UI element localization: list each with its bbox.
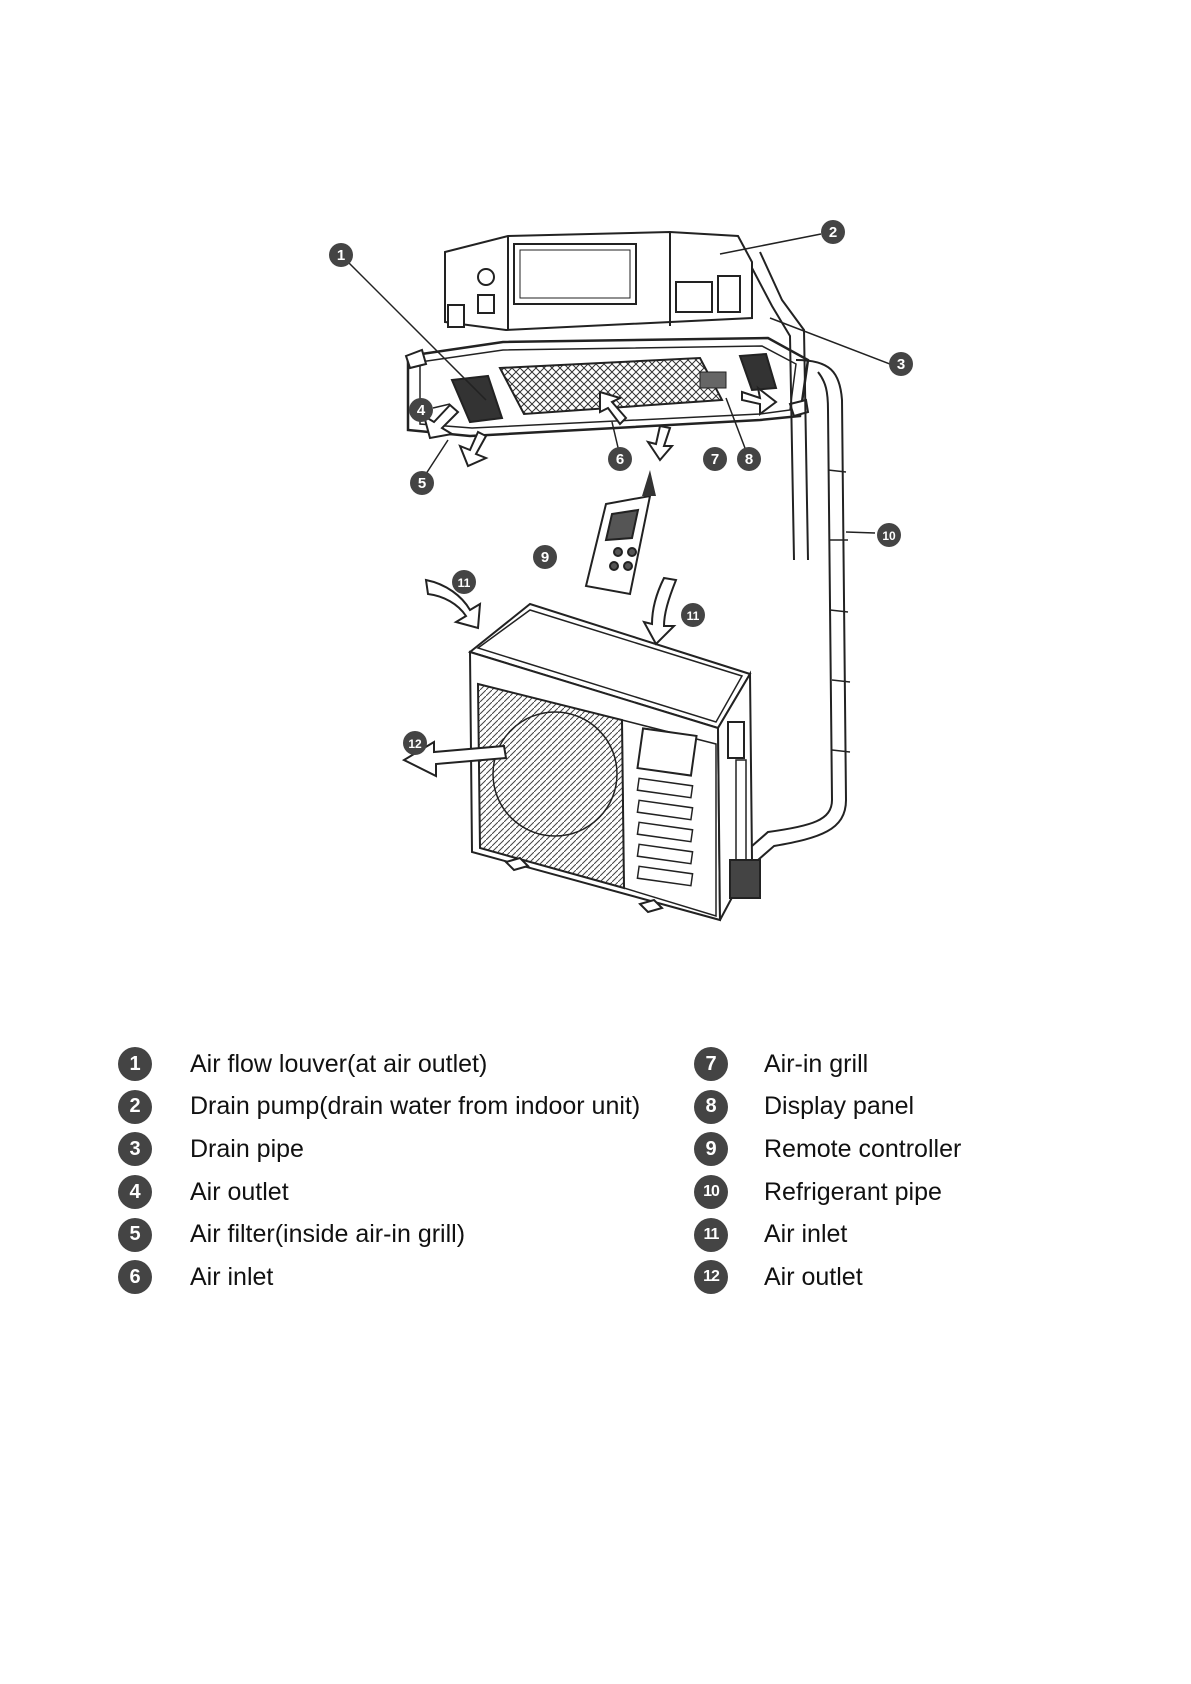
legend-item: 9 Remote controller (694, 1128, 961, 1171)
legend-item: 6 Air inlet (118, 1256, 640, 1299)
legend-label: Air outlet (190, 1178, 289, 1207)
legend-item: 12 Air outlet (694, 1256, 961, 1299)
air-conditioner-diagram: 1 2 3 4 5 6 7 8 9 10 11 11 12 (0, 0, 1191, 1000)
legend-number: 11 (694, 1218, 728, 1252)
legend-number: 4 (118, 1175, 152, 1209)
legend-number: 1 (118, 1047, 152, 1081)
callout-4: 4 (409, 398, 433, 422)
legend-number: 10 (694, 1175, 728, 1209)
svg-text:2: 2 (829, 224, 837, 241)
svg-text:3: 3 (897, 356, 905, 373)
legend-label: Air-in grill (764, 1050, 868, 1079)
legend-label: Air outlet (764, 1263, 863, 1292)
callout-9: 9 (533, 545, 557, 569)
legend-item: 3 Drain pipe (118, 1128, 640, 1171)
legend-number: 3 (118, 1132, 152, 1166)
callout-6: 6 (608, 447, 632, 471)
callout-5: 5 (410, 471, 434, 495)
legend-item: 8 Display panel (694, 1086, 961, 1129)
callout-11a: 11 (452, 570, 476, 594)
legend-left: 1 Air flow louver(at air outlet) 2 Drain… (118, 1043, 640, 1299)
legend-item: 7 Air-in grill (694, 1043, 961, 1086)
callout-12: 12 (403, 731, 427, 755)
svg-text:4: 4 (417, 402, 426, 419)
callout-7: 7 (703, 447, 727, 471)
legend-number: 7 (694, 1047, 728, 1081)
legend-item: 10 Refrigerant pipe (694, 1171, 961, 1214)
callout-10: 10 (877, 523, 901, 547)
callout-3: 3 (889, 352, 913, 376)
indoor-unit (406, 232, 808, 466)
legend-label: Air inlet (190, 1263, 273, 1292)
svg-text:7: 7 (711, 451, 719, 468)
callout-8: 8 (737, 447, 761, 471)
svg-text:5: 5 (418, 475, 426, 492)
legend-number: 2 (118, 1090, 152, 1124)
legend-number: 12 (694, 1260, 728, 1294)
legend-label: Drain pump(drain water from indoor unit) (190, 1092, 640, 1121)
legend-label: Air inlet (764, 1220, 847, 1249)
svg-text:10: 10 (882, 529, 896, 543)
callout-11b: 11 (681, 603, 705, 627)
svg-text:12: 12 (408, 737, 422, 751)
legend-item: 11 Air inlet (694, 1213, 961, 1256)
svg-text:8: 8 (745, 451, 753, 468)
legend-right: 7 Air-in grill 8 Display panel 9 Remote … (694, 1043, 961, 1299)
legend-number: 9 (694, 1132, 728, 1166)
legend-label: Display panel (764, 1092, 914, 1121)
callout-2: 2 (821, 220, 845, 244)
svg-text:9: 9 (541, 549, 549, 566)
svg-text:1: 1 (337, 247, 345, 264)
legend-number: 5 (118, 1218, 152, 1252)
legend-item: 2 Drain pump(drain water from indoor uni… (118, 1086, 640, 1129)
legend-label: Remote controller (764, 1135, 961, 1164)
svg-text:6: 6 (616, 451, 624, 468)
legend-label: Refrigerant pipe (764, 1178, 942, 1207)
outdoor-unit (404, 578, 760, 920)
legend-number: 6 (118, 1260, 152, 1294)
legend-item: 1 Air flow louver(at air outlet) (118, 1043, 640, 1086)
legend-label: Drain pipe (190, 1135, 304, 1164)
legend-number: 8 (694, 1090, 728, 1124)
legend-item: 5 Air filter(inside air-in grill) (118, 1213, 640, 1256)
legend-item: 4 Air outlet (118, 1171, 640, 1214)
svg-text:11: 11 (458, 576, 471, 590)
legend-label: Air flow louver(at air outlet) (190, 1050, 487, 1079)
callout-1: 1 (329, 243, 353, 267)
remote-controller (586, 470, 656, 594)
legend-label: Air filter(inside air-in grill) (190, 1220, 465, 1249)
svg-text:11: 11 (687, 609, 700, 623)
